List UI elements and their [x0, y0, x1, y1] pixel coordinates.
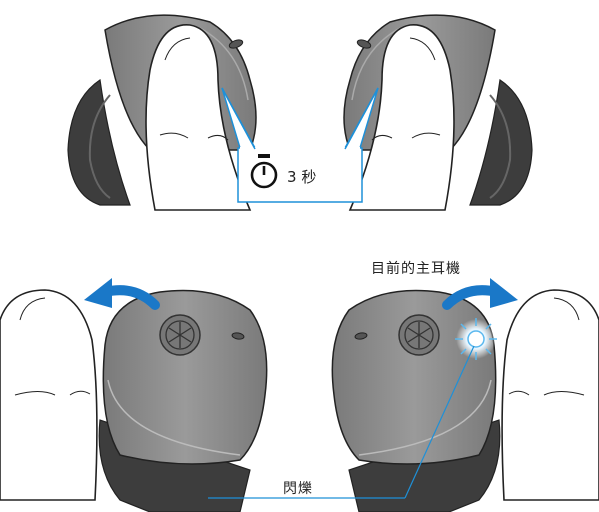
- arrow-right-icon: [442, 278, 518, 310]
- led-blink-indicator: [455, 318, 497, 360]
- stopwatch-icon: [250, 154, 278, 189]
- timer-unit: 秒: [301, 168, 317, 186]
- brand-logo-icon-right: [404, 320, 434, 350]
- blink-callout-line: [208, 345, 475, 499]
- earbud-bottom-right: [331, 289, 501, 512]
- finger-top-left: [145, 24, 252, 211]
- timer-duration-label: 3 秒: [287, 166, 316, 187]
- finger-bottom-right: [501, 289, 599, 501]
- timer-value: 3: [287, 168, 297, 186]
- finger-top-right: [348, 24, 455, 211]
- blinking-label: 閃爍: [283, 481, 313, 497]
- earbud-bottom-left: [98, 289, 268, 512]
- finger-bottom-left: [0, 289, 98, 501]
- arrow-left-icon: [84, 278, 160, 310]
- current-main-earbud-label: 目前的主耳機: [371, 261, 461, 277]
- brand-logo-icon: [165, 320, 195, 350]
